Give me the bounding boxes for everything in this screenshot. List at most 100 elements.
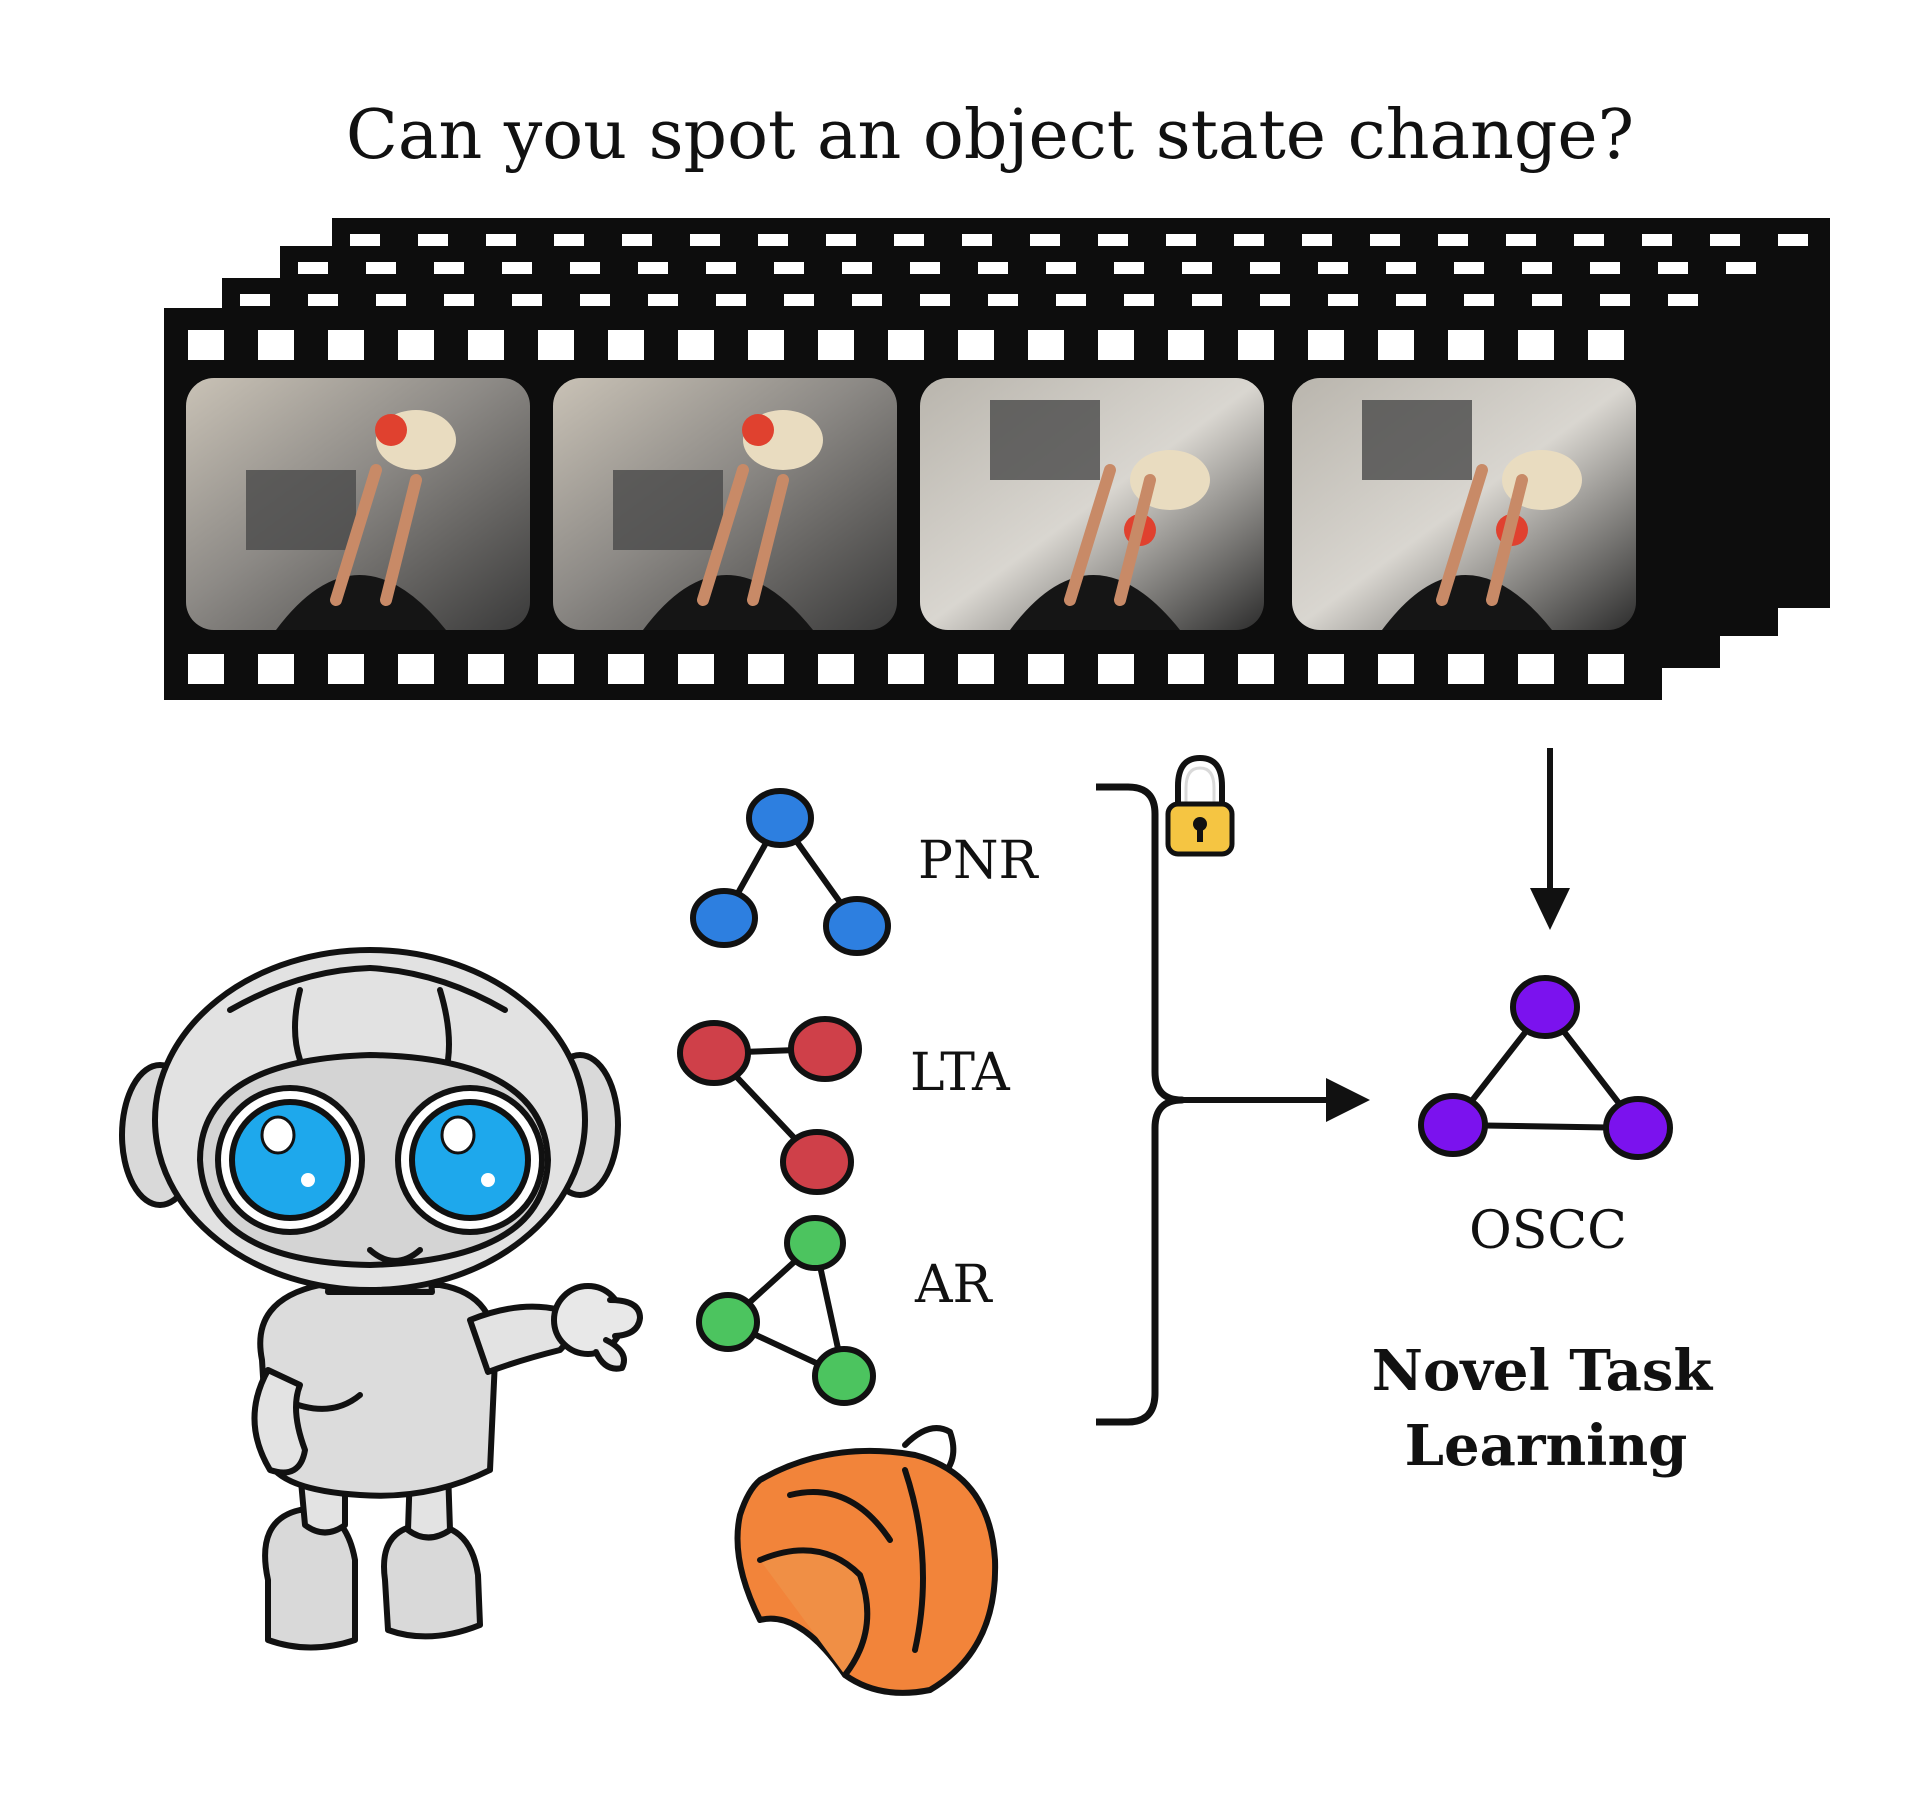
oscc-graph bbox=[1418, 975, 1673, 1160]
film-hole bbox=[748, 654, 784, 684]
film-hole bbox=[888, 330, 924, 360]
film-hole bbox=[258, 330, 294, 360]
film-hole bbox=[538, 330, 574, 360]
video-frame bbox=[920, 378, 1264, 630]
film-hole bbox=[1642, 234, 1672, 246]
film-hole bbox=[1590, 262, 1620, 274]
film-hole bbox=[1028, 654, 1064, 684]
film-hole bbox=[502, 262, 532, 274]
film-hole bbox=[1192, 294, 1222, 306]
film-hole bbox=[1030, 234, 1060, 246]
film-hole bbox=[1438, 234, 1468, 246]
film-hole bbox=[678, 330, 714, 360]
film-hole bbox=[1308, 330, 1344, 360]
robot-eyes bbox=[215, 1085, 545, 1235]
film-hole bbox=[1522, 262, 1552, 274]
film-hole bbox=[366, 262, 396, 274]
lta-node-bottom bbox=[780, 1129, 854, 1195]
film-hole bbox=[758, 234, 788, 246]
film-hole bbox=[1386, 262, 1416, 274]
film-hole bbox=[1098, 330, 1134, 360]
film-hole bbox=[678, 654, 714, 684]
video-frames bbox=[186, 378, 1636, 630]
film-hole bbox=[962, 234, 992, 246]
film-hole bbox=[398, 330, 434, 360]
pnr-node-left bbox=[690, 888, 758, 948]
film-hole bbox=[1328, 294, 1358, 306]
task-label-oscc: OSCC bbox=[1469, 1201, 1627, 1261]
lta-node-right bbox=[788, 1016, 862, 1082]
lock-icon bbox=[1165, 754, 1235, 857]
film-hole bbox=[1518, 654, 1554, 684]
film-hole bbox=[1726, 262, 1756, 274]
video-to-task-arrow bbox=[1530, 748, 1570, 930]
film-hole bbox=[1370, 234, 1400, 246]
film-hole bbox=[434, 262, 464, 274]
film-hole bbox=[784, 294, 814, 306]
task-label-ar: AR bbox=[914, 1255, 994, 1315]
diagram-title: Can you spot an object state change? bbox=[346, 96, 1634, 175]
video-frame bbox=[1292, 378, 1636, 630]
film-hole bbox=[920, 294, 950, 306]
film-hole bbox=[350, 234, 380, 246]
film-hole bbox=[1166, 234, 1196, 246]
backpack-icon bbox=[734, 1425, 999, 1696]
film-hole bbox=[1168, 330, 1204, 360]
film-hole bbox=[580, 294, 610, 306]
film-hole bbox=[608, 654, 644, 684]
film-hole bbox=[1506, 234, 1536, 246]
lta-graph bbox=[677, 1016, 862, 1195]
film-hole bbox=[1260, 294, 1290, 306]
film-hole bbox=[1028, 330, 1064, 360]
film-hole bbox=[1600, 294, 1630, 306]
film-hole bbox=[1668, 294, 1698, 306]
film-hole bbox=[538, 654, 574, 684]
film-hole bbox=[1098, 654, 1134, 684]
film-sprocket-holes bbox=[188, 234, 1808, 684]
film-hole bbox=[978, 262, 1008, 274]
film-hole bbox=[570, 262, 600, 274]
film-hole bbox=[648, 294, 678, 306]
film-hole bbox=[818, 654, 854, 684]
film-hole bbox=[1378, 654, 1414, 684]
film-hole bbox=[1250, 262, 1280, 274]
film-hole bbox=[1454, 262, 1484, 274]
film-hole bbox=[622, 234, 652, 246]
film-hole bbox=[1238, 330, 1274, 360]
caption-line-1: Novel Task bbox=[1372, 1338, 1714, 1404]
task-group-brace bbox=[1096, 783, 1186, 1426]
oscc-node-top bbox=[1510, 975, 1580, 1039]
film-hole bbox=[1302, 234, 1332, 246]
film-hole bbox=[1778, 234, 1808, 246]
film-hole bbox=[240, 294, 270, 306]
robot-illustration bbox=[119, 947, 643, 1651]
film-hole bbox=[328, 330, 364, 360]
film-hole bbox=[418, 234, 448, 246]
video-film-stack bbox=[164, 218, 1830, 700]
film-hole bbox=[958, 654, 994, 684]
film-hole bbox=[1098, 234, 1128, 246]
film-hole bbox=[818, 330, 854, 360]
oscc-node-right bbox=[1603, 1096, 1673, 1160]
film-hole bbox=[1532, 294, 1562, 306]
film-hole bbox=[328, 654, 364, 684]
film-hole bbox=[1464, 294, 1494, 306]
video-frame bbox=[553, 378, 897, 630]
film-hole bbox=[842, 262, 872, 274]
film-hole bbox=[894, 234, 924, 246]
film-hole bbox=[1710, 234, 1740, 246]
film-hole bbox=[774, 262, 804, 274]
film-hole bbox=[1318, 262, 1348, 274]
film-hole bbox=[958, 330, 994, 360]
film-hole bbox=[638, 262, 668, 274]
film-hole bbox=[826, 234, 856, 246]
film-hole bbox=[888, 654, 924, 684]
film-hole bbox=[1124, 294, 1154, 306]
film-hole bbox=[910, 262, 940, 274]
task-label-pnr: PNR bbox=[918, 831, 1039, 891]
film-hole bbox=[298, 262, 328, 274]
film-hole bbox=[512, 294, 542, 306]
film-hole bbox=[1378, 330, 1414, 360]
film-hole bbox=[608, 330, 644, 360]
